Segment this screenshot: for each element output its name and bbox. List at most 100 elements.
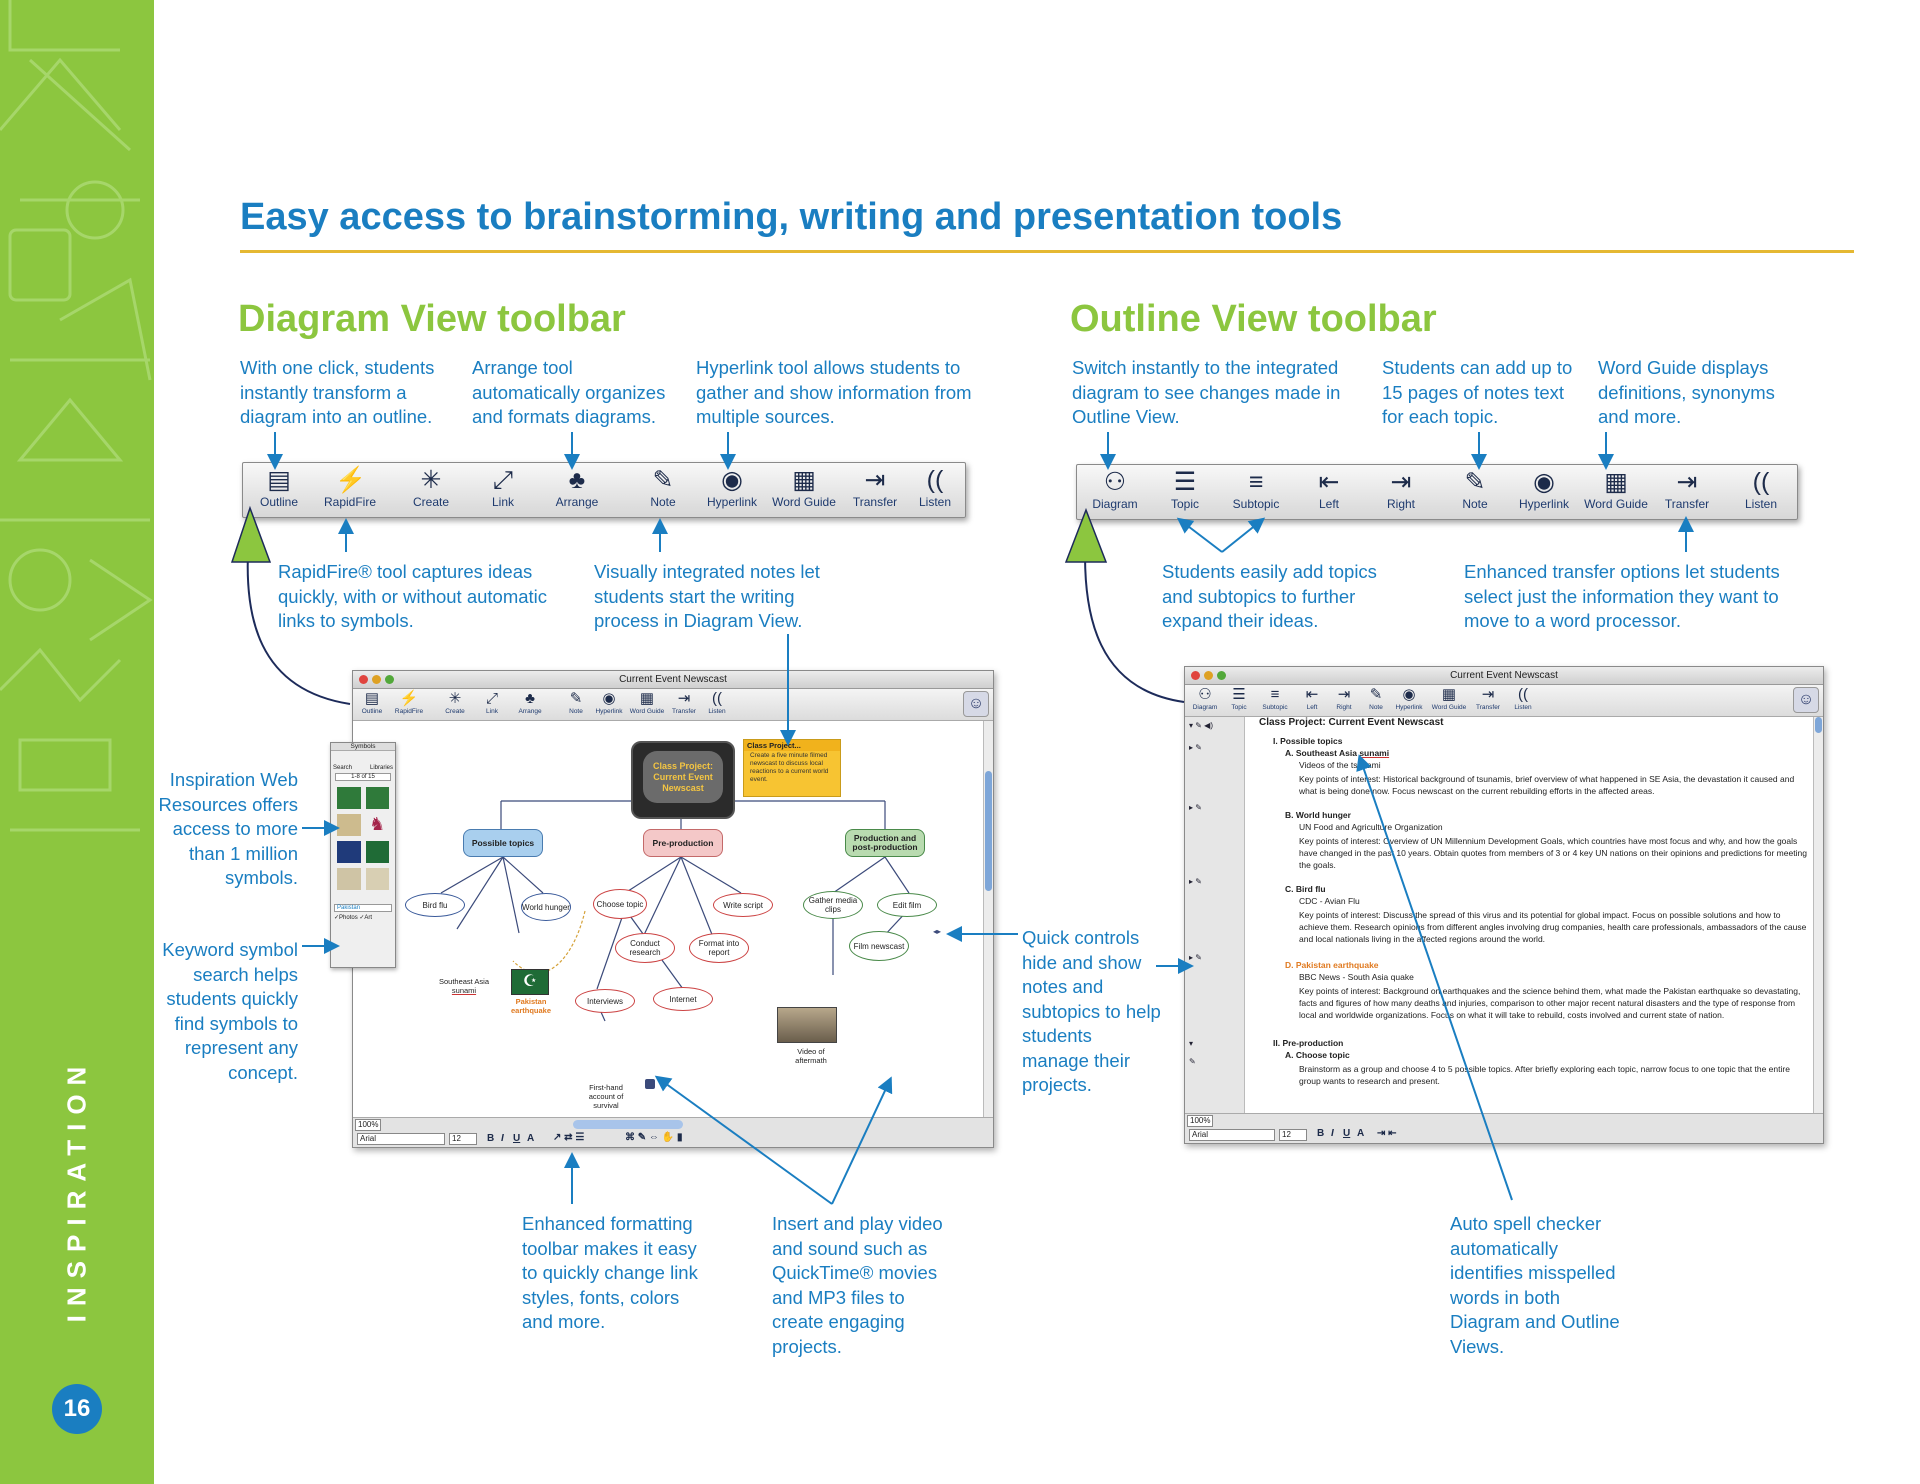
text-color-button[interactable]: A [527,1133,535,1144]
outline-line-ii[interactable]: II. Pre-production [1273,1038,1344,1048]
text-color-button[interactable]: A [1357,1128,1365,1139]
zoom-icon[interactable] [1217,671,1226,680]
symbol-search-input[interactable]: Pakistan [334,904,392,912]
node-possible-topics[interactable]: Possible topics [463,829,543,857]
mini-topic-button[interactable]: ☰Topic [1225,686,1253,711]
mini-listen-button[interactable]: ((Listen [703,690,731,715]
mini-listen-button[interactable]: ((Listen [1509,686,1537,711]
node-conduct-research[interactable]: Conduct research [615,933,675,963]
expand-icon[interactable]: ▸ ✎ [1189,877,1202,886]
symbol-thumb[interactable] [365,841,389,863]
mini-hyperlink-button[interactable]: ◉Hyperlink [591,690,627,715]
photos-checkbox[interactable]: ✓Photos [334,915,358,921]
sound-icon[interactable] [645,1079,655,1089]
mini-left-button[interactable]: ⇤Left [1299,686,1325,711]
toolbar-word-guide-button[interactable]: ▦Word Guide [772,466,836,509]
bird-symbol-icon[interactable]: ♞ [369,814,386,834]
outline-line-b[interactable]: B. World hunger [1285,810,1351,820]
node-bird-flu[interactable]: Bird flu [405,893,465,917]
mini-right-button[interactable]: ⇥Right [1331,686,1357,711]
more-format-icons[interactable]: ⌘ ✎ ⇔ ✋ ▮ [625,1132,683,1143]
scroll-thumb[interactable] [1815,717,1822,733]
toolbar-subtopic-button[interactable]: ≡Subtopic [1232,468,1280,511]
zoom-field[interactable]: 100% [355,1119,381,1131]
video-thumbnail[interactable] [777,1007,837,1043]
close-icon[interactable] [1191,671,1200,680]
underline-button[interactable]: U [513,1133,521,1144]
mini-word-guide-button[interactable]: ▦Word Guide [1429,686,1469,711]
toolbar-arrange-button[interactable]: ♣Arrange [555,466,599,509]
node-southeast-asia[interactable]: Southeast Asia sunami [438,977,490,995]
symbol-thumb[interactable] [337,841,361,863]
symbols-count[interactable]: 1-8 of 15 [335,773,391,781]
node-write-script[interactable]: Write script [713,893,773,917]
toolbar-topic-button[interactable]: ☰Topic [1170,468,1199,511]
outline-line-i[interactable]: I. Possible topics [1273,736,1343,746]
mini-hyperlink-button[interactable]: ◉Hyperlink [1391,686,1427,711]
toolbar-note-button[interactable]: ✎Note [635,465,691,509]
tab-search[interactable]: Search [333,765,353,771]
node-video[interactable]: Video of aftermath [795,1047,827,1065]
mini-note-button[interactable]: ✎Note [1363,686,1389,711]
node-gather-media[interactable]: Gather media clips [803,891,863,919]
italic-button[interactable]: I [501,1133,504,1144]
mini-arrange-button[interactable]: ♣Arrange [511,690,549,715]
node-edit-film[interactable]: Edit film [877,893,937,917]
mini-rapidfire-button[interactable]: ⚡RapidFire [391,690,427,715]
minimize-icon[interactable] [1204,671,1213,680]
mini-outline-button[interactable]: ▤Outline [357,690,387,715]
toolbar-transfer-button[interactable]: ⇥Transfer [852,466,898,509]
symbol-thumb[interactable] [365,787,389,809]
indent-icons[interactable]: ⇥ ⇤ [1377,1128,1397,1139]
node-interviews[interactable]: Interviews [575,989,635,1013]
mini-transfer-button[interactable]: ⇥Transfer [1471,686,1505,711]
outline-line-ii-a[interactable]: A. Choose topic [1285,1050,1350,1060]
tab-libraries[interactable]: Libraries [369,765,393,771]
mini-create-button[interactable]: ✳Create [437,690,473,715]
toolbar-hyperlink-button[interactable]: ◉Hyperlink [1518,468,1569,511]
expand-icon[interactable]: ▸ ✎ [1189,953,1202,962]
toolbar-diagram-button[interactable]: ⚇Diagram [1092,468,1138,511]
node-pakistan[interactable]: Pakistan earthquake [510,997,552,1015]
outline-link-c[interactable]: CDC - Avian Flu [1299,896,1360,906]
outline-link-a[interactable]: Videos of the tsunami [1299,760,1381,770]
mini-transfer-button[interactable]: ⇥Transfer [667,690,701,715]
outline-line-d[interactable]: D. Pakistan earthquake [1285,960,1379,970]
size-select[interactable]: 12 [1279,1129,1307,1141]
zoom-icon[interactable] [385,675,394,684]
mascot-icon[interactable]: ☺ [1793,687,1819,713]
collapse-icon[interactable]: ▾ [1189,1039,1194,1048]
toolbar-listen-button[interactable]: ((Listen [1744,468,1778,511]
size-select[interactable]: 12 [449,1133,477,1145]
outline-link-b[interactable]: UN Food and Agriculture Organization [1299,822,1443,832]
zoom-field[interactable]: 100% [1187,1115,1213,1127]
toolbar-note-button[interactable]: ✎Note [1447,467,1503,511]
toolbar-word-guide-button[interactable]: ▦Word Guide [1584,468,1648,511]
symbol-thumb[interactable] [337,868,361,890]
underline-button[interactable]: U [1343,1128,1351,1139]
bold-button[interactable]: B [1317,1128,1325,1139]
close-icon[interactable] [359,675,368,684]
tv-symbol[interactable]: Class Project: Current Event Newscast [631,741,735,819]
font-select[interactable]: Arial [357,1133,445,1145]
vertical-scrollbar[interactable] [983,721,993,1117]
font-select[interactable]: Arial [1189,1129,1275,1141]
mini-diagram-button[interactable]: ⚇Diagram [1189,686,1221,711]
node-pre-production[interactable]: Pre-production [643,829,723,857]
art-checkbox[interactable]: ✓Art [359,915,373,921]
italic-button[interactable]: I [1331,1128,1334,1139]
toolbar-link-button[interactable]: ⤢Link [475,465,531,509]
toolbar-create-button[interactable]: ✳Create [412,466,450,509]
toolbar-left-button[interactable]: ⇤Left [1301,467,1357,511]
vertical-scrollbar[interactable] [1813,717,1823,1113]
mini-note-button[interactable]: ✎Note [563,690,589,715]
outline-line-a[interactable]: A. Southeast Asia sunami [1285,748,1390,758]
toolbar-hyperlink-button[interactable]: ◉Hyperlink [706,466,757,509]
mascot-icon[interactable]: ☺ [963,691,989,717]
toolbar-right-button[interactable]: ⇥Right [1386,468,1415,511]
collapse-icon[interactable]: ▾ ✎ ◀) [1189,721,1213,730]
toolbar-outline-button[interactable]: ▤Outline [259,466,299,509]
link-style-icon[interactable]: ↗ ⇄ ☰ [553,1132,585,1143]
toolbar-listen-button[interactable]: ((Listen [918,466,952,509]
node-internet[interactable]: Internet [653,987,713,1011]
